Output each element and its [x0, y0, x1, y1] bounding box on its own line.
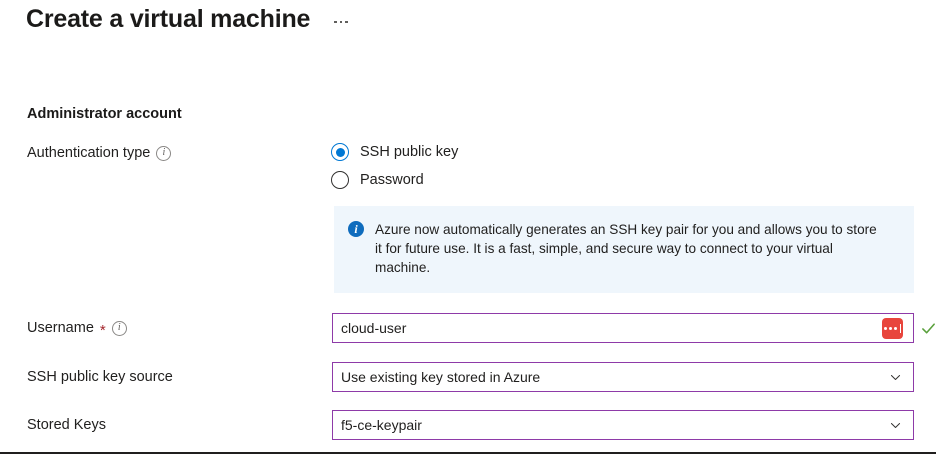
username-input[interactable]: cloud-user	[332, 313, 914, 343]
bottom-divider	[0, 452, 936, 454]
radio-label: Password	[360, 172, 424, 188]
stored-keys-label: Stored Keys	[27, 417, 106, 433]
pwmgr-dot	[883, 326, 887, 330]
page-header: Create a virtual machine	[26, 2, 350, 36]
pwmgr-dot	[893, 326, 897, 330]
checkmark-icon	[921, 321, 936, 336]
page-title: Create a virtual machine	[26, 5, 311, 33]
ellipsis-horizontal-icon[interactable]	[332, 15, 350, 30]
radio-mark-selected	[331, 143, 349, 161]
authentication-type-radio-group: SSH public key Password	[331, 138, 458, 194]
radio-option-ssh-public-key[interactable]: SSH public key	[331, 138, 458, 166]
info-icon[interactable]: i	[156, 145, 172, 161]
password-manager-icon[interactable]	[882, 317, 903, 339]
radio-label: SSH public key	[360, 144, 459, 160]
authentication-type-label-text: Authentication type	[27, 145, 151, 161]
chevron-down-icon	[889, 371, 902, 384]
pwmgr-dot	[888, 326, 892, 330]
username-label-text: Username	[27, 320, 94, 336]
ellipsis-dot	[334, 20, 337, 24]
required-asterisk: *	[99, 321, 106, 339]
ssh-public-key-source-value: Use existing key stored in Azure	[341, 369, 541, 385]
username-label: Username * i	[27, 320, 127, 339]
stored-keys-value: f5-ce-keypair	[341, 417, 422, 433]
ellipsis-dot	[345, 20, 348, 24]
ssh-public-key-source-label: SSH public key source	[27, 369, 173, 385]
ssh-info-banner-text: Azure now automatically generates an SSH…	[375, 222, 877, 275]
radio-mark-unselected	[331, 171, 349, 189]
radio-option-password[interactable]: Password	[331, 166, 458, 194]
ssh-info-banner: i Azure now automatically generates an S…	[334, 206, 914, 293]
ellipsis-dot	[339, 20, 343, 24]
username-input-value: cloud-user	[341, 320, 407, 336]
ssh-public-key-source-select[interactable]: Use existing key stored in Azure	[332, 362, 914, 392]
info-circle-icon: i	[348, 221, 364, 237]
chevron-down-icon	[889, 419, 902, 432]
stored-keys-label-text: Stored Keys	[27, 417, 106, 433]
section-heading-administrator-account: Administrator account	[27, 106, 182, 122]
info-icon[interactable]: i	[111, 320, 127, 336]
pwmgr-caret	[899, 323, 902, 333]
ssh-public-key-source-label-text: SSH public key source	[27, 369, 173, 385]
authentication-type-label: Authentication type i	[27, 145, 172, 161]
stored-keys-select[interactable]: f5-ce-keypair	[332, 410, 914, 440]
